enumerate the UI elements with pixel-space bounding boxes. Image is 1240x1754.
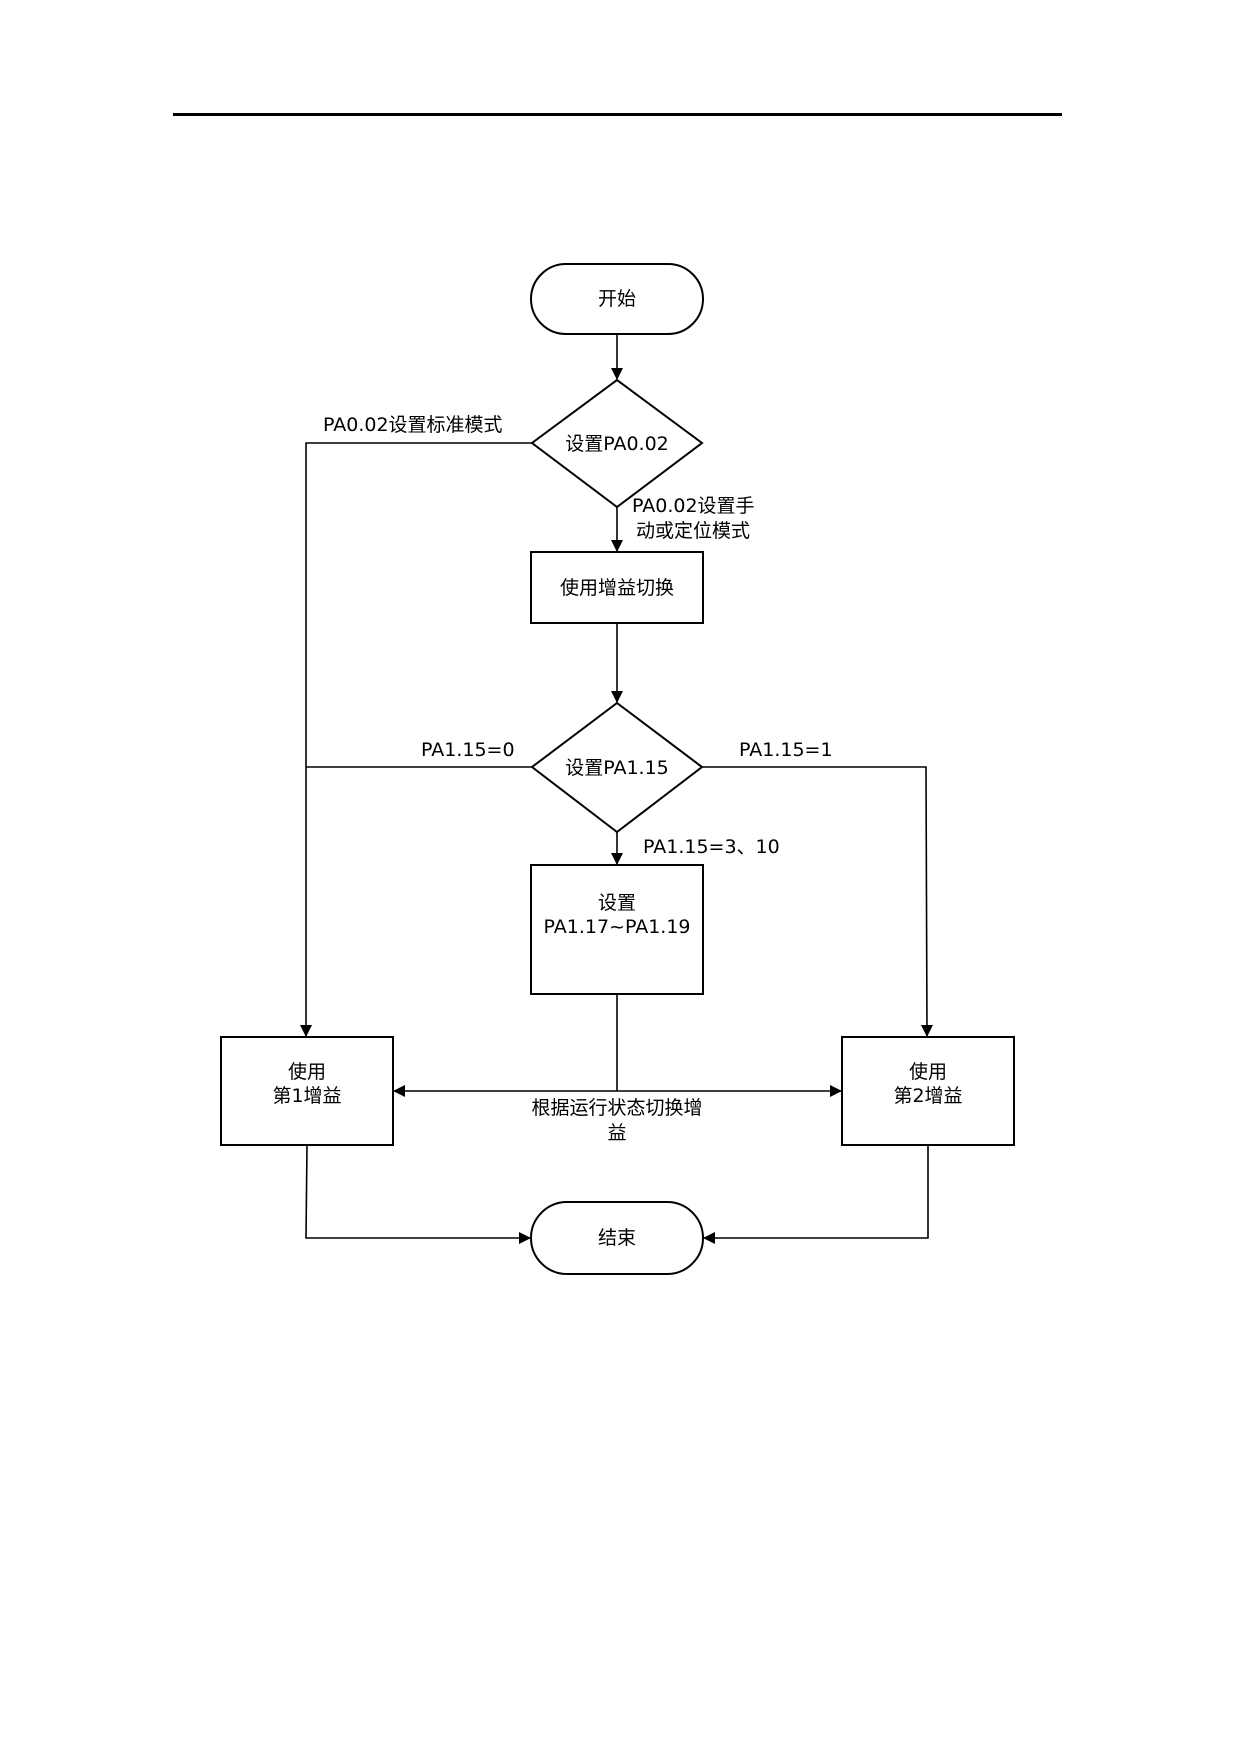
set-pa117-119-text: 设置 PA1.17~PA1.19 [531,865,703,965]
edge-pa115-eq1-to-gain2 [702,766,933,1037]
edge-gain1-to-end [305,1144,531,1244]
edge-pa002-standard-to-gain1 [300,442,532,1037]
end-label: 结束 [597,1227,636,1249]
set-pa117-119-line1: 设置 [597,892,636,914]
start-label: 开始 [597,288,636,310]
use-gain1-text: 使用 第1增益 [221,1056,393,1112]
edge-label-pa002-standard: PA0.02设置标准模式 [323,414,503,436]
set-pa117-119-line2: PA1.17~PA1.19 [543,916,691,938]
edge-label-switch-by-state-line2: 益 [607,1122,627,1144]
header-rule [173,113,1062,116]
use-gain1-line1: 使用 [287,1061,326,1083]
use-gain1-line2: 第1增益 [272,1085,342,1107]
decision-pa115-label: 设置PA1.15 [565,756,669,779]
use-gain2-line2: 第2增益 [893,1085,963,1107]
edge-label-pa115-eq0: PA1.15=0 [421,739,515,761]
edge-label-pa115-eq3-10: PA1.15=3、10 [643,836,780,858]
edge-label-pa115-eq1: PA1.15=1 [739,739,833,761]
use-gain2-line1: 使用 [908,1061,947,1083]
use-gain2-text: 使用 第2增益 [842,1056,1014,1112]
edge-label-pa002-manual-line1: PA0.02设置手 [632,495,755,517]
decision-pa002-label: 设置PA0.02 [565,432,669,455]
edge-label-switch-by-state-line1: 根据运行状态切换增 [531,1097,703,1119]
use-gain-switch-label: 使用增益切换 [559,576,674,599]
edge-gain2-to-end [703,1145,929,1244]
edge-label-pa002-manual-line2: 动或定位模式 [636,520,751,542]
